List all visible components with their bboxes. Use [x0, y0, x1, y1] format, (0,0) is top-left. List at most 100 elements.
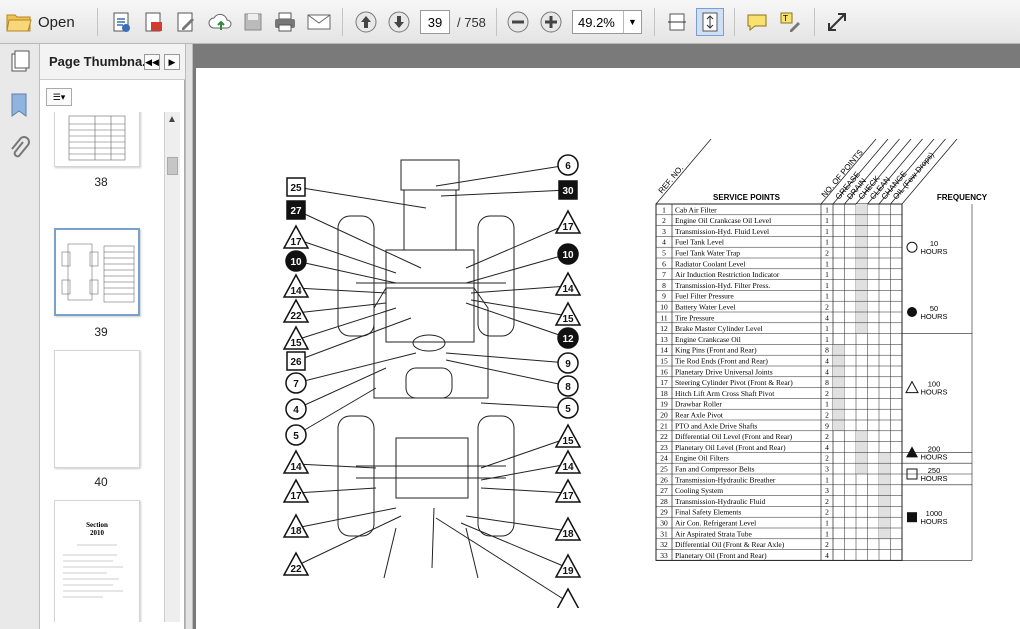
callout-shape — [554, 423, 582, 448]
frequency-symbol — [907, 307, 917, 317]
frequency-symbol — [905, 380, 919, 394]
callout-triangle: 15 — [480, 423, 582, 469]
callout-label: 19 — [562, 566, 574, 577]
callout-circle: 5 — [480, 397, 579, 419]
callout-shape — [558, 180, 578, 200]
callout-circle: 10 — [285, 250, 397, 284]
export-pdf-button[interactable] — [139, 8, 167, 36]
comment-button[interactable] — [743, 8, 771, 36]
thumbnails-scrollbar[interactable]: ▲ — [164, 112, 180, 622]
row-service: Radiator Coolant Level — [675, 259, 745, 268]
thumbnail-39-preview — [61, 243, 135, 303]
zoom-in-button[interactable] — [537, 8, 565, 36]
row-ref: 9 — [662, 292, 666, 301]
tractor-engine — [403, 189, 457, 251]
callout-leader-line — [295, 260, 397, 284]
callout-triangle: 15 — [282, 307, 397, 350]
toolbar-separator — [734, 8, 735, 36]
chevron-down-icon[interactable]: ▼ — [623, 11, 641, 33]
open-button[interactable]: Open — [6, 8, 75, 36]
row-points: 1 — [825, 216, 829, 225]
row-ref: 4 — [662, 238, 666, 247]
callout-leader-line — [465, 302, 569, 339]
row-points: 1 — [825, 270, 829, 279]
thumbnail-page-39[interactable] — [54, 228, 140, 316]
email-button[interactable] — [305, 8, 333, 36]
callout-triangle: 18 — [282, 507, 397, 538]
row-ref: 8 — [662, 281, 666, 290]
page-number-input[interactable]: 39 — [420, 10, 450, 34]
callout-shape — [554, 478, 582, 503]
callout-shape — [554, 449, 582, 474]
scrollbar-thumb[interactable] — [167, 157, 178, 175]
row-service: Rear Axle Pivot — [675, 411, 724, 420]
thumbnail-page-41[interactable]: Section 2010 — [54, 500, 140, 622]
callout-triangle — [435, 517, 580, 608]
panel-splitter[interactable] — [185, 44, 193, 629]
collapse-panel-button[interactable]: ◀◀ — [144, 54, 160, 70]
row-ref: 19 — [660, 400, 668, 409]
header-diagonal-line — [878, 138, 935, 205]
previous-page-button[interactable] — [352, 8, 380, 36]
callout-label: 6 — [565, 161, 571, 172]
header-diagonal-line — [855, 138, 912, 205]
tractor-cab-top — [400, 159, 460, 191]
toolbar-separator — [342, 8, 343, 36]
panel-menu-button[interactable]: ▶ — [164, 54, 180, 70]
fit-width-button[interactable] — [663, 8, 691, 36]
thumbnail-label: 40 — [94, 475, 108, 489]
attachments-tab[interactable] — [8, 136, 30, 167]
callout-label: 18 — [562, 529, 574, 540]
zoom-select[interactable]: 49.2% ▼ — [572, 10, 642, 34]
row-ref: 15 — [660, 357, 668, 366]
zoom-out-button[interactable] — [504, 8, 532, 36]
frequency-label: 200 — [928, 444, 941, 453]
callout-triangle: 14 — [282, 449, 377, 474]
highlight-button[interactable]: T — [776, 8, 804, 36]
row-ref: 32 — [660, 540, 668, 549]
tractor-wheel — [337, 415, 375, 537]
callout-shape — [557, 243, 579, 265]
row-service: Planetary Oil (Front and Rear) — [675, 551, 767, 560]
thumbnails-tab[interactable] — [8, 92, 30, 123]
print-button[interactable] — [271, 8, 299, 36]
page-total: / 758 — [457, 15, 486, 30]
export-pdf-icon — [145, 12, 162, 32]
fit-width-icon — [668, 13, 686, 31]
frequency-label: HOURS — [920, 247, 947, 256]
row-service: Brake Master Cylinder Level — [675, 324, 763, 333]
callout-label: 22 — [290, 564, 302, 575]
row-ref: 18 — [660, 389, 668, 398]
callout-leader-line — [295, 317, 412, 362]
row-points: 4 — [825, 313, 829, 322]
fit-page-button[interactable] — [696, 8, 724, 36]
frequency-label: HOURS — [920, 517, 947, 526]
callout-leader-line — [295, 287, 387, 294]
row-points: 1 — [825, 205, 829, 214]
edit-pdf-button[interactable] — [171, 8, 199, 36]
scroll-up-icon[interactable]: ▲ — [167, 114, 177, 125]
callout-shape — [285, 424, 307, 446]
row-points: 8 — [825, 346, 829, 355]
create-pdf-button[interactable] — [107, 8, 135, 36]
tractor-axle — [356, 282, 506, 479]
thumbnail-options-button[interactable]: ☰▾ — [46, 88, 72, 106]
callout-leader-line — [295, 209, 422, 269]
frequency-label: 10 — [930, 239, 938, 248]
next-page-button[interactable] — [385, 8, 413, 36]
thumbnail-page-40[interactable] — [54, 350, 140, 468]
thumbnail-page-38[interactable] — [54, 112, 140, 167]
save-button[interactable] — [239, 8, 267, 36]
open-label: Open — [38, 13, 75, 31]
row-service: King Pins (Front and Rear) — [675, 346, 757, 355]
fullscreen-button[interactable] — [823, 8, 851, 36]
upload-cloud-button[interactable] — [207, 8, 235, 36]
callout-triangle: 19 — [460, 522, 582, 578]
